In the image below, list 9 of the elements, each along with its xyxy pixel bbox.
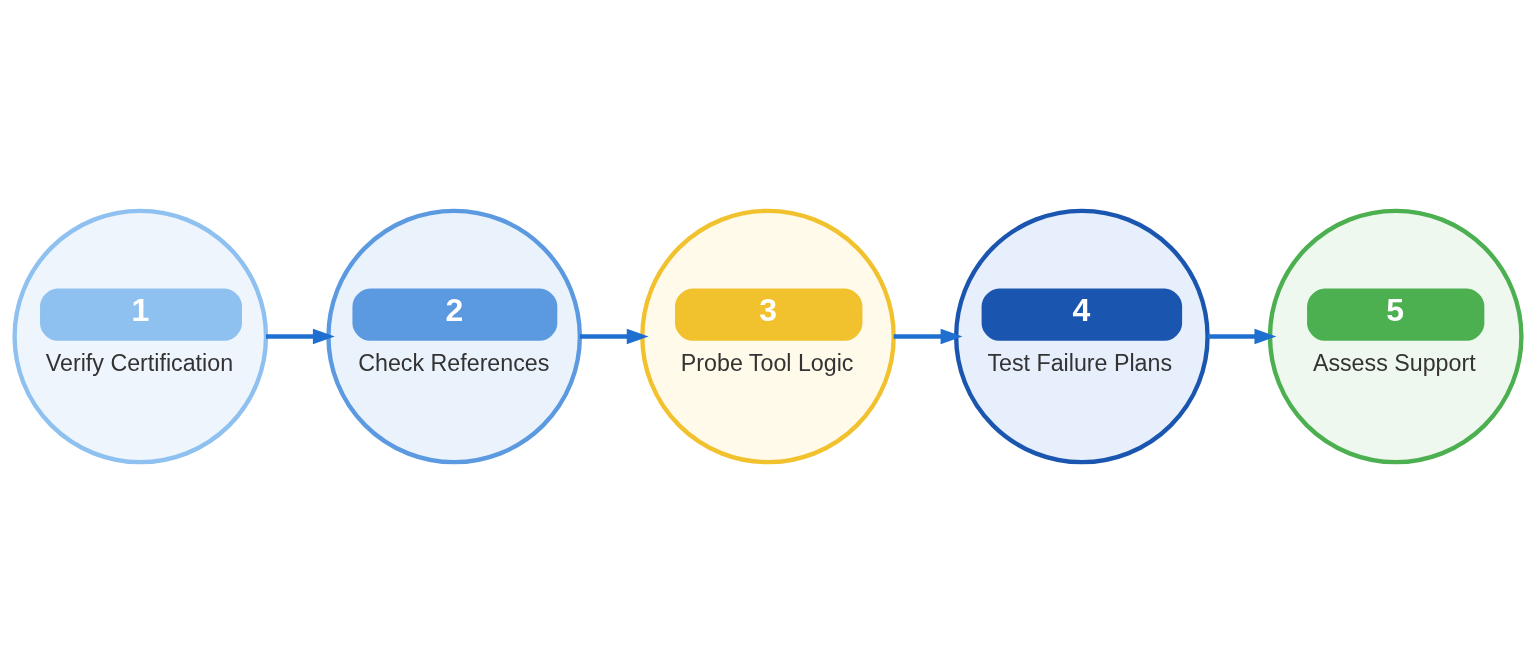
node-circle: 5 Assess Support [1267,208,1524,464]
node-circle: 2 Check References [326,208,582,464]
arrow [893,328,963,344]
arrow [266,328,335,344]
node-circle: 4 Test Failure Plans [954,208,1210,464]
arrow [579,328,649,344]
arrow [1207,328,1277,344]
node-circle: 3 Probe Tool Logic [640,208,896,464]
node-circle: 1 Verify Certification [12,208,269,464]
